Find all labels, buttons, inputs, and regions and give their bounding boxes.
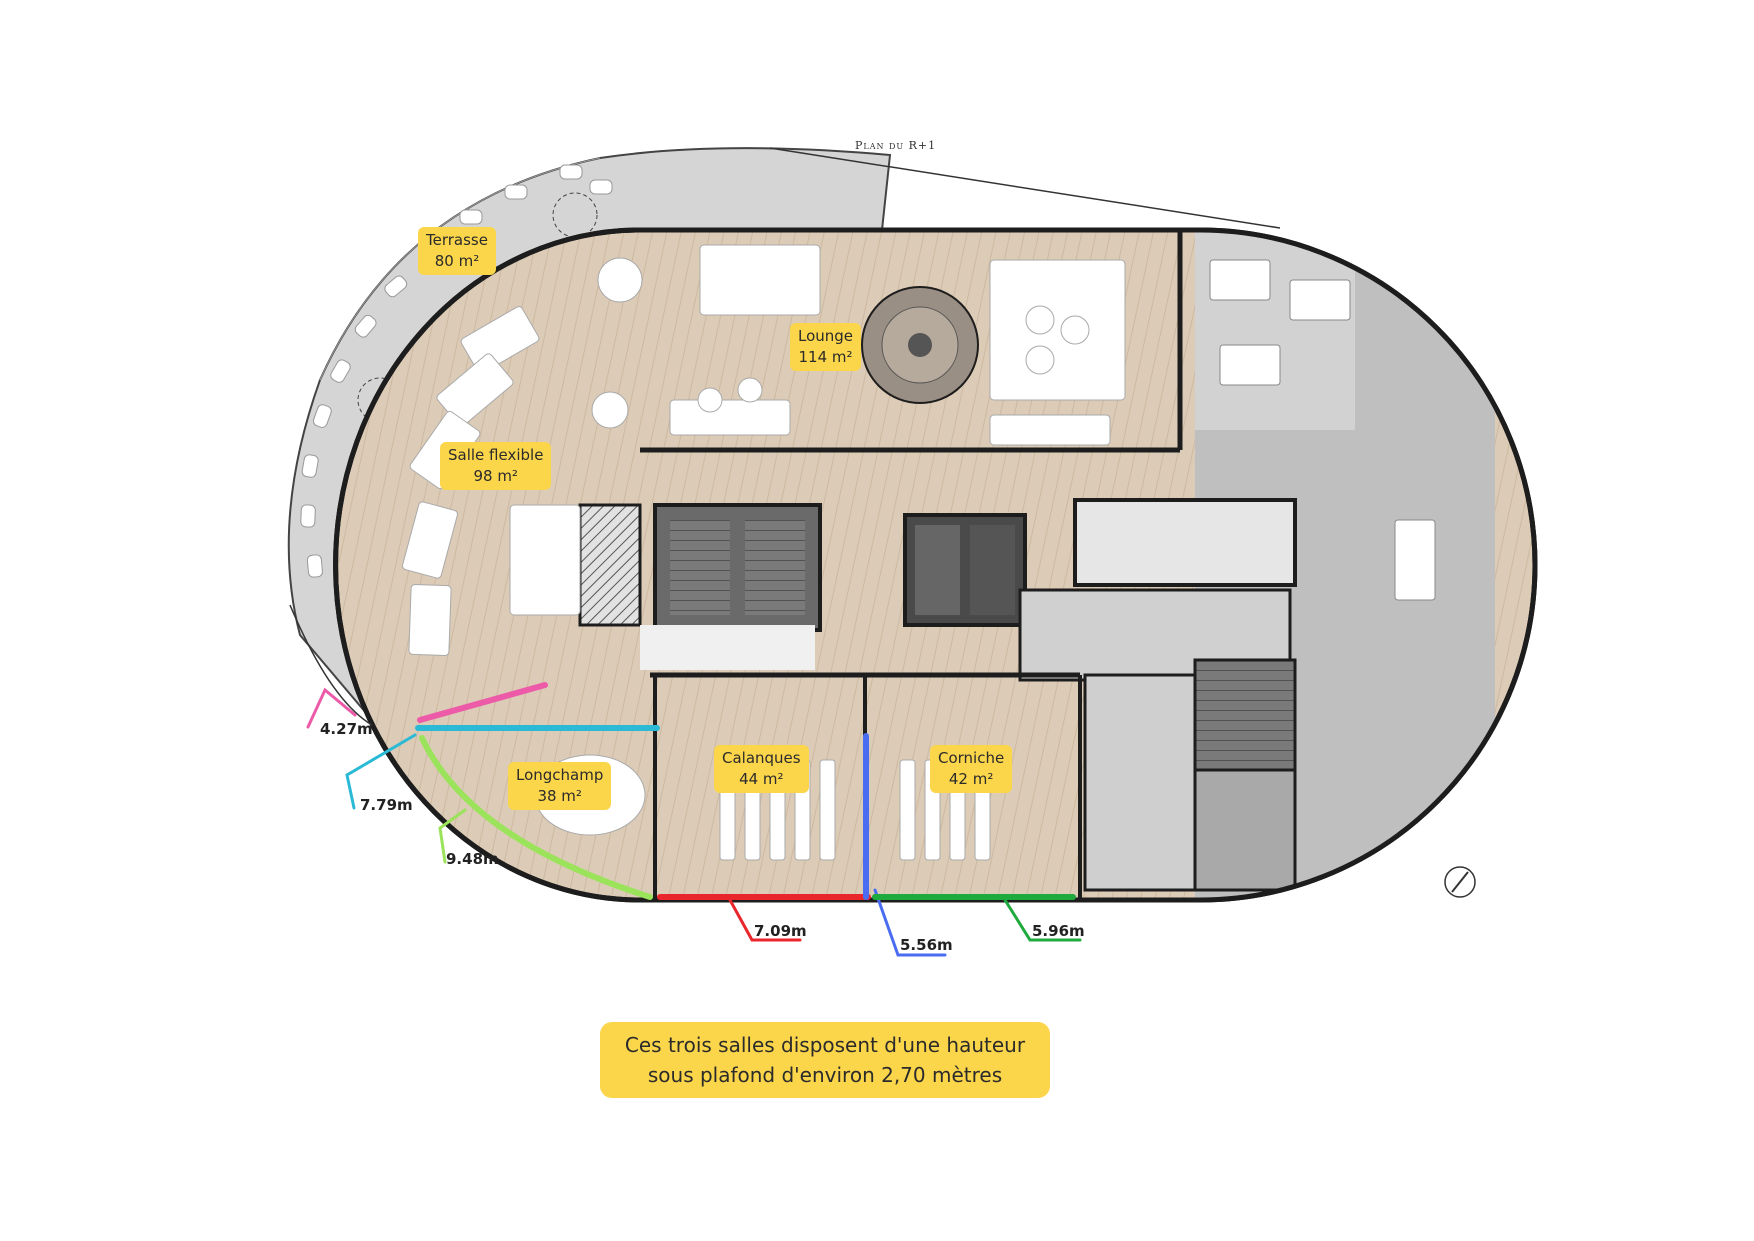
- dimension-label-blue: 5.56m: [900, 936, 953, 954]
- room-label-lounge: Lounge 114 m²: [790, 323, 862, 371]
- dimension-label-cyan: 7.79m: [360, 796, 413, 814]
- dimension-label-green: 5.96m: [1032, 922, 1085, 940]
- spiral-staircase: [861, 286, 979, 404]
- dimension-green-light: [419, 735, 653, 900]
- note-line-1: Ces trois salles disposent d'une hauteur: [624, 1033, 1026, 1057]
- room-area: 114 m²: [798, 348, 853, 366]
- room-name: Calanques: [722, 749, 801, 767]
- room-name: Corniche: [938, 749, 1005, 767]
- dimension-label-red: 7.09m: [754, 922, 807, 940]
- dimension-blue: [863, 733, 947, 957]
- room-area: 42 m²: [948, 770, 994, 788]
- dimension-green: [872, 894, 1082, 942]
- terrace-area: [287, 147, 892, 721]
- room-name: Lounge: [798, 327, 854, 345]
- room-label-longchamp: Longchamp 38 m²: [508, 762, 612, 810]
- room-name: Longchamp: [516, 766, 604, 784]
- dimension-label-green-light: 9.48m: [446, 850, 499, 868]
- room-label-calanques: Calanques 44 m²: [714, 745, 809, 793]
- room-area: 44 m²: [739, 770, 784, 788]
- ceiling-height-note: Ces trois salles disposent d'une hauteur…: [600, 1022, 1050, 1098]
- room-name: Terrasse: [426, 231, 488, 249]
- room-label-salle-flexible: Salle flexible 98 m²: [440, 442, 552, 490]
- room-label-corniche: Corniche 42 m²: [930, 745, 1013, 793]
- dimension-label-pink: 4.27m: [320, 720, 373, 738]
- plan-title: Plan du R+1: [855, 139, 937, 152]
- dimension-pink: [306, 682, 548, 729]
- room-name: Salle flexible: [448, 446, 544, 464]
- compass-icon: [1444, 866, 1476, 898]
- room-label-terrasse: Terrasse 80 m²: [418, 227, 496, 275]
- room-area: 98 m²: [473, 467, 518, 485]
- dimension-red: [657, 894, 871, 942]
- room-area: 80 m²: [434, 252, 480, 270]
- dimension-cyan: [345, 725, 660, 810]
- note-line-2: sous plafond d'environ 2,70 mètres: [647, 1063, 1003, 1087]
- room-area: 38 m²: [537, 787, 582, 805]
